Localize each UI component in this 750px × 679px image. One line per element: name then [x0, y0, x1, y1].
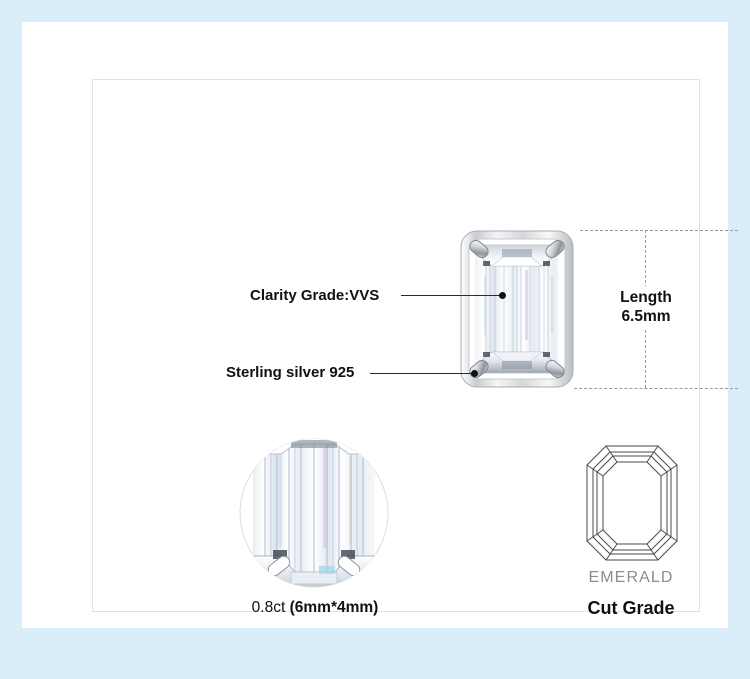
length-label: Length 6.5mm: [598, 286, 694, 328]
silver-leader-dot: [471, 370, 478, 377]
silver-leader-line: [370, 373, 473, 374]
measurement-line-bottom: [574, 388, 738, 389]
info-card: Length 6.5mm Clarity Grade:VVS Sterling …: [22, 22, 738, 628]
content-frame: Length 6.5mm Clarity Grade:VVS Sterling …: [92, 79, 738, 618]
cut-shape-name: EMERALD: [588, 569, 674, 586]
clarity-leader-line: [401, 295, 501, 296]
carat-weight-value: 0.8ct: [251, 599, 286, 616]
measurement-line-top: [580, 230, 738, 231]
cut-grade-title: Cut Grade: [587, 598, 675, 618]
emerald-cut-diagram: [584, 443, 680, 563]
clarity-leader-dot: [499, 292, 506, 299]
gemstone-closeup-circle: [239, 438, 389, 588]
sterling-silver-label: Sterling silver 925: [226, 364, 355, 381]
product-spec-infographic: Length 6.5mm Clarity Grade:VVS Sterling …: [22, 22, 738, 628]
clarity-grade-label: Clarity Grade:VVS: [250, 287, 380, 304]
gemstone-illustration: [455, 225, 579, 393]
carat-weight-label: 0.8ct (6mm*4mm): [239, 599, 391, 617]
carat-dimensions-value: (6mm*4mm): [289, 599, 379, 616]
